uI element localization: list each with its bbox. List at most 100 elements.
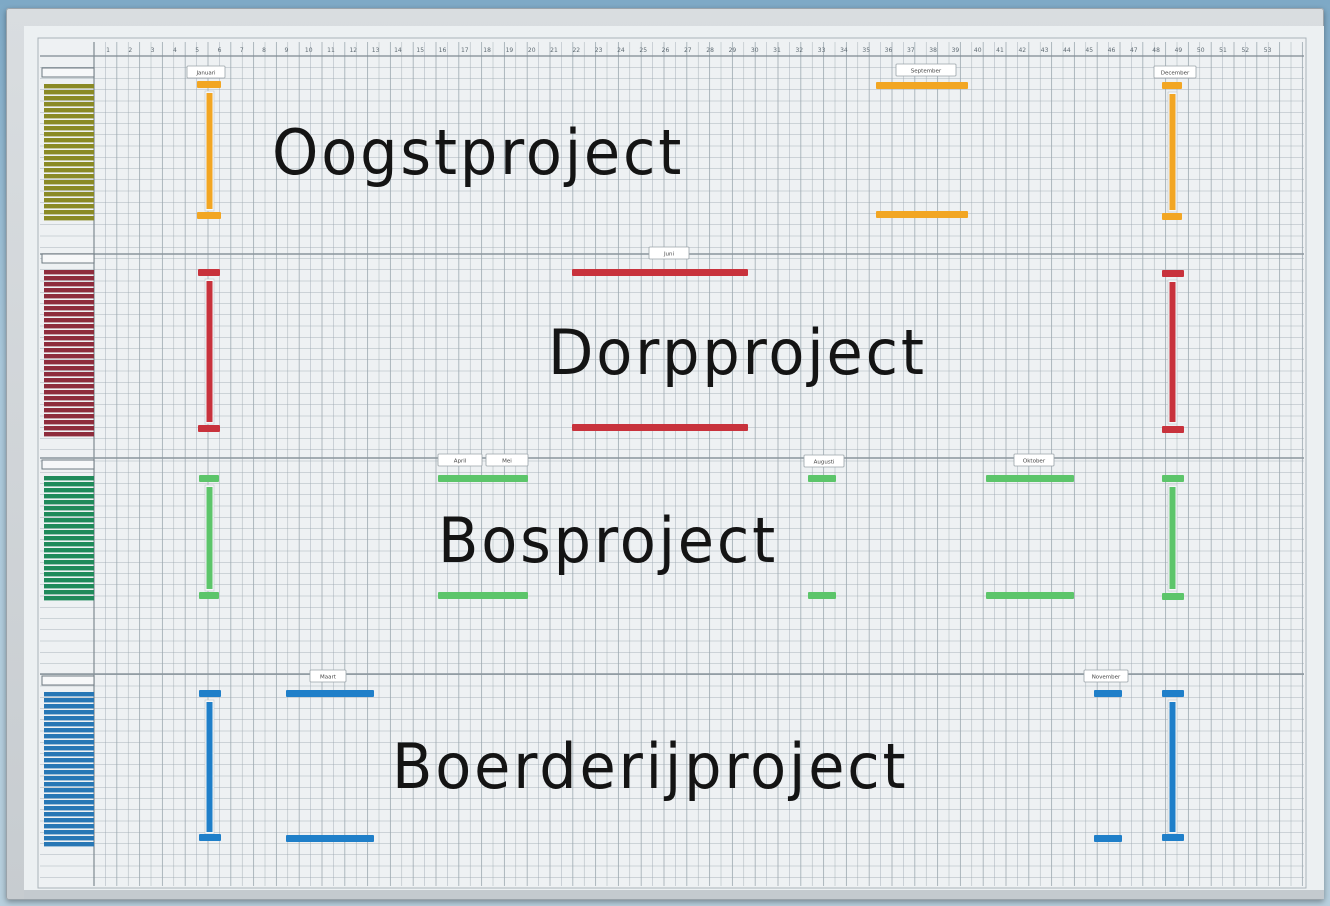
month-tag-label-augusti: Augusti [814,460,835,466]
oogst-label-stripe [44,138,94,142]
bos-label-stripe [44,476,94,480]
boer-label-stripe [44,812,94,816]
week-number: 3 [151,47,155,54]
oogst-bar-bottom-left [197,212,221,219]
week-number: 9 [284,47,288,54]
boer-bar-top-maart [286,690,374,697]
dorp-label-stripe [44,330,94,334]
week-number: 52 [1241,47,1249,54]
week-number: 1 [106,47,110,54]
dorp-label-stripe [44,366,94,370]
week-number: 13 [372,47,380,54]
bos-bar-top-aug [808,475,836,482]
boer-bar-bottom-maart [286,835,374,842]
boer-label-stripe [44,836,94,840]
boer-label-stripe [44,752,94,756]
boer-bar-bottom-right [1162,834,1184,841]
boer-label-stripe [44,734,94,738]
dorp-label-stripe [44,342,94,346]
boer-label-stripe [44,746,94,750]
oogst-label-stripe [44,180,94,184]
boer-label-stripe [44,764,94,768]
bos-bracket-right [1170,487,1176,589]
boer-label-stripe [44,722,94,726]
month-tag-label-december: December [1161,71,1190,77]
bos-bar-bottom-okt [986,592,1074,599]
dorp-label-stripe [44,372,94,376]
oogst-label-stripe [44,114,94,118]
oogst-label-stripe [44,186,94,190]
dorp-label-stripe [44,354,94,358]
week-number: 2 [128,47,132,54]
week-number: 12 [349,47,357,54]
week-number: 40 [974,47,982,54]
month-tag-label-maart: Maart [320,675,337,681]
title-boerderijproject: Boerderijproject [392,730,908,803]
oogst-bar-top-sep [876,82,968,89]
week-number: 21 [550,47,558,54]
bos-label-stripe [44,548,94,552]
dorp-label-stripe [44,390,94,394]
dorp-label-stripe [44,396,94,400]
oogst-bar-bottom-right [1162,213,1182,220]
bos-bar-top-left [199,475,219,482]
boer-bracket-right [1170,702,1176,832]
week-number: 27 [684,47,692,54]
oogst-label-stripe [44,96,94,100]
bos-label-stripe [44,596,94,600]
month-tag-label-april: April [454,459,467,465]
week-number: 20 [528,47,536,54]
oogst-label-stripe [44,102,94,106]
bos-label-slot [42,460,94,469]
dorp-bar-bottom-left [198,425,220,432]
oogst-label-stripe [44,162,94,166]
week-number: 5 [195,47,199,54]
oogst-label-stripe [44,108,94,112]
bos-label-stripe [44,578,94,582]
week-number: 51 [1219,47,1227,54]
boer-label-stripe [44,788,94,792]
dorp-label-stripe [44,420,94,424]
week-number: 47 [1130,47,1138,54]
week-number: 41 [996,47,1004,54]
week-number: 16 [439,47,447,54]
dorp-label-stripe [44,360,94,364]
boer-label-stripe [44,830,94,834]
oogst-bracket-right [1170,94,1176,210]
boer-label-stripe [44,758,94,762]
dorp-label-stripe [44,300,94,304]
bos-bar-bottom-april [438,592,528,599]
week-number: 50 [1197,47,1205,54]
oogst-label-stripe [44,120,94,124]
week-number: 11 [327,47,335,54]
dorp-label-stripe [44,378,94,382]
bos-bar-top-right [1162,475,1184,482]
bos-label-stripe [44,518,94,522]
week-number: 43 [1041,47,1049,54]
boer-bar-bottom-nov [1094,835,1122,842]
week-number: 48 [1152,47,1160,54]
dorp-label-stripe [44,288,94,292]
boer-label-stripe [44,728,94,732]
boer-label-stripe [44,842,94,846]
bos-label-stripe [44,500,94,504]
week-number: 33 [818,47,826,54]
boer-label-stripe [44,806,94,810]
dorp-label-stripe [44,348,94,352]
boer-label-stripe [44,824,94,828]
week-number: 25 [639,47,647,54]
oogst-label-stripe [44,192,94,196]
week-number: 42 [1018,47,1026,54]
oogst-label-stripe [44,156,94,160]
week-number: 35 [862,47,870,54]
boer-label-stripe [44,698,94,702]
week-number: 18 [483,47,491,54]
title-dorpproject: Dorpproject [548,316,927,389]
month-tag-label-juni: Juni [663,252,675,258]
boer-bar-top-right [1162,690,1184,697]
week-number: 32 [795,47,803,54]
dorp-label-stripe [44,312,94,316]
boer-bar-top-left [199,690,221,697]
boer-label-stripe [44,794,94,798]
dorp-label-stripe [44,414,94,418]
